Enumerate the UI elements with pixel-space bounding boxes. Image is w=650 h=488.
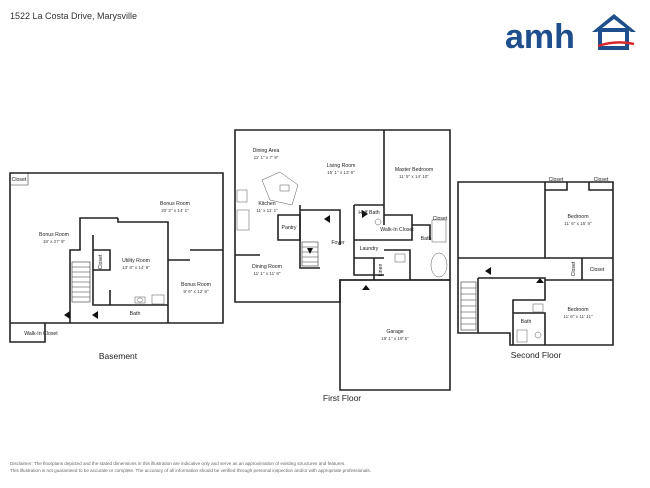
up-arrow-icon — [485, 267, 491, 275]
up-arrow-icon — [324, 215, 330, 223]
kitchen-dims: 11' x 11' 1" — [256, 208, 278, 213]
linen-label: Linen — [378, 264, 384, 277]
garage-dims: 19' 1" x 19' 5" — [381, 336, 409, 341]
basement-bonus-room-label: Bonus Room — [39, 232, 69, 238]
master-bath-label: Bath — [421, 236, 432, 242]
bedroom-b-dims: 11' 6" x 11' 11" — [563, 314, 593, 319]
left-arrow-icon — [92, 311, 98, 319]
kitchen-island — [261, 171, 299, 206]
amh-logo-wordmark: amh — [505, 18, 575, 52]
dining-room-label: Dining Room — [252, 264, 282, 270]
second-floor-bath-label: Bath — [521, 319, 532, 325]
basement-bonus-room-top-label: Bonus Room — [160, 201, 190, 207]
house-wall-icon — [598, 28, 629, 50]
master-bedroom-dims: 11' 5" x 14' 10" — [399, 174, 429, 179]
disclaimer: Disclaimer: The floorplans depicted and … — [10, 460, 570, 474]
master-bedroom-label: Master Bedroom — [395, 167, 433, 173]
amh-logo: amh — [505, 14, 636, 52]
basement-floor-label: Basement — [99, 351, 138, 361]
disclaimer-line-2: This illustration is not guaranteed to b… — [10, 468, 371, 473]
house-roof-icon — [592, 14, 636, 32]
disclaimer-line-1: Disclaimer: The floorplans depicted and … — [10, 461, 346, 466]
bedroom-b-label: Bedroom — [567, 307, 588, 313]
basement-bonus-room-right-label: Bonus Room — [181, 282, 211, 288]
basement-bonus-room-top-dims: 20' 2" x 14' 1" — [161, 208, 189, 213]
basement-bath-label: Bath — [130, 311, 141, 317]
pantry-label: Pantry — [282, 225, 297, 231]
down-arrow-icon — [307, 248, 313, 254]
second-floor-plan: Closet Closet Bedroom 11' 6" x 15' 5" Cl… — [457, 177, 614, 360]
half-bath-label: Half Bath — [358, 210, 379, 216]
walkin-closet-label: Walk-In Closet — [380, 227, 414, 233]
second-floor-closet-c-label: Closet — [590, 267, 605, 273]
second-floor-closet-vertical-label: Closet — [571, 261, 577, 276]
basement-plan: Closet Bonus Room 18' x 27' 9" Bonus Roo… — [9, 172, 224, 361]
living-room-label: Living Room — [327, 163, 356, 169]
garage-label: Garage — [386, 329, 403, 335]
second-floor-label: Second Floor — [511, 350, 562, 360]
second-floor-closet-b-label: Closet — [594, 177, 609, 183]
living-room-dims: 15' 1" x 13' 6" — [327, 170, 355, 175]
dining-area-dims: 11' 1" x 7' 9" — [254, 155, 279, 160]
swoosh-icon — [597, 41, 635, 48]
first-floor-label: First Floor — [323, 393, 361, 403]
basement-bonus-room-right-dims: 9' 6" x 12' 9" — [183, 289, 209, 294]
basement-bonus-room-dims: 18' x 27' 9" — [43, 239, 66, 244]
first-floor-closet-label: Closet — [433, 216, 448, 222]
kitchen-label: Kitchen — [258, 201, 275, 207]
dining-room-dims: 11' 1" x 11' 8" — [253, 271, 280, 276]
dining-area-label: Dining Area — [253, 148, 280, 154]
laundry-label: Laundry — [360, 246, 379, 252]
second-floor-closet-a-label: Closet — [549, 177, 564, 183]
right-arrow-icon — [362, 210, 368, 218]
bedroom-a-label: Bedroom — [567, 214, 588, 220]
basement-utility-room-dims: 13' 8" x 14' 9" — [122, 265, 150, 270]
up-arrow-icon — [64, 311, 70, 319]
up-arrow-icon — [536, 278, 544, 283]
up-arrow-icon — [362, 285, 370, 290]
first-floor-plan: Dining Area 11' 1" x 7' 9" Living Room 1… — [234, 129, 451, 403]
foyer-label: Foyer — [331, 240, 345, 246]
basement-closet-label: Closet — [12, 177, 27, 183]
basement-walkin-closet-label: Walk-In Closet — [24, 331, 58, 337]
basement-closet-vertical-label: Closet — [98, 254, 104, 269]
basement-stairs — [71, 261, 91, 303]
basement-utility-room-label: Utility Room — [122, 258, 150, 264]
property-address: 1522 La Costa Drive, Marysville — [10, 11, 138, 21]
bedroom-a-dims: 11' 6" x 15' 5" — [564, 221, 592, 226]
second-floor-stairs — [460, 281, 477, 331]
